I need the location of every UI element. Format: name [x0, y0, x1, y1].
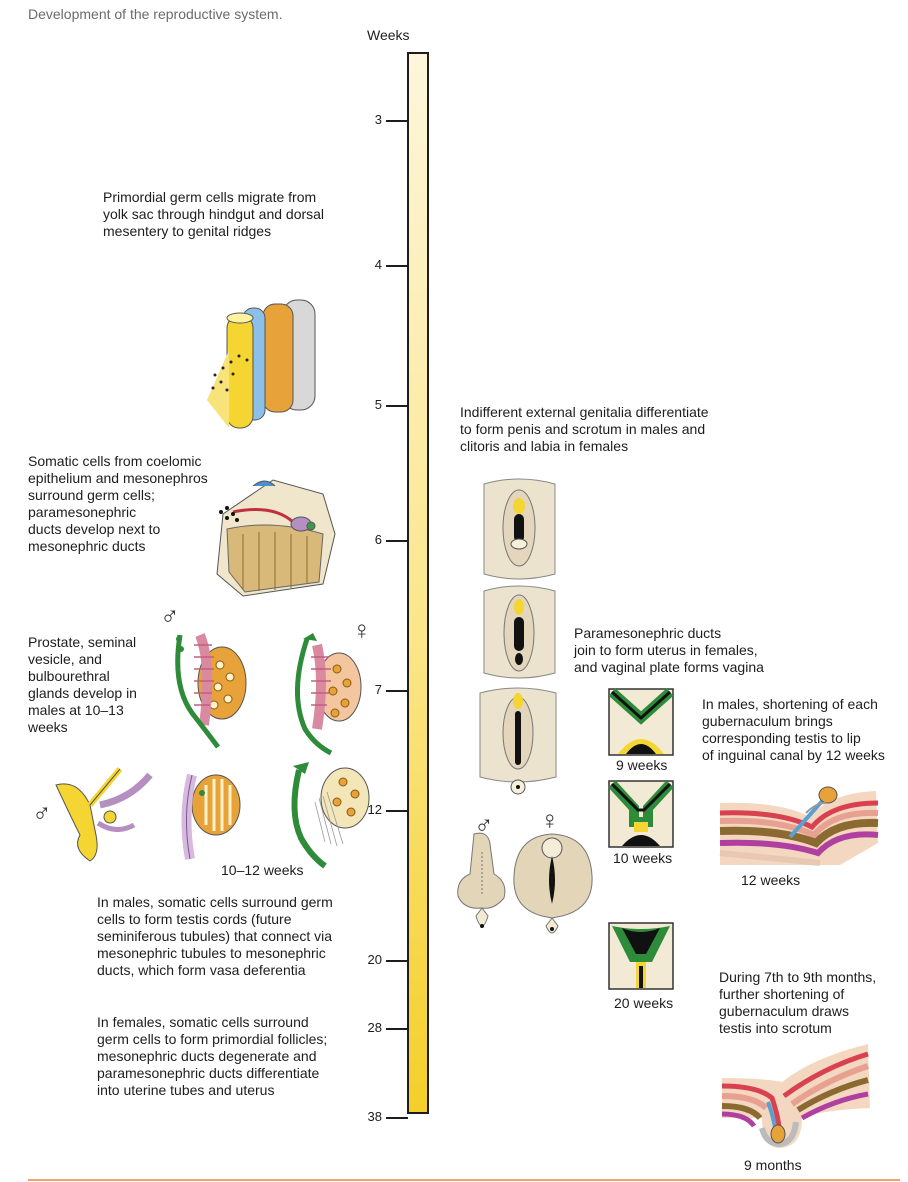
footer-rule [28, 1179, 900, 1181]
tick-label: 6 [374, 532, 382, 547]
note-germ-cells: Primordial germ cells migrate from yolk … [103, 189, 325, 239]
tick-label: 7 [374, 682, 382, 697]
uterus-10-weeks-box [608, 780, 674, 848]
timeline-bar [407, 52, 429, 1114]
tick-label: 20 [367, 952, 382, 967]
label-9-weeks: 9 weeks [616, 757, 668, 773]
tick-mark [386, 405, 408, 407]
tick-label: 3 [374, 112, 382, 127]
tick-mark [386, 960, 408, 962]
testis-10-12-weeks-illustration [181, 773, 241, 860]
male-symbol: ♂ [474, 810, 494, 840]
note-paramesonephric: Paramesonephric ducts join to form uteru… [574, 625, 764, 675]
note-female-follicles: In females, somatic cells surround germ … [97, 1014, 328, 1098]
somatic-cells-illustration [216, 479, 336, 597]
label-20-weeks: 20 weeks [614, 995, 674, 1011]
germ-cell-migration-illustration [207, 299, 316, 429]
prostate-illustration [55, 767, 153, 862]
label-12-weeks: 12 weeks [741, 872, 801, 888]
female-symbol: ♀ [540, 805, 560, 835]
male-symbol: ♂ [32, 798, 52, 828]
tick-mark [386, 120, 408, 122]
tick-label: 4 [374, 257, 382, 272]
note-male-testis: In males, somatic cells surround germ ce… [97, 894, 333, 978]
female-symbol: ♀ [352, 615, 372, 645]
male-ducts-illustration [175, 633, 247, 749]
tick-label: 5 [374, 397, 382, 412]
tick-mark [386, 540, 408, 542]
tick-mark [386, 1117, 408, 1119]
timeline-title: Weeks [367, 27, 410, 43]
tick-mark [386, 690, 408, 692]
label-10-12-weeks: 10–12 weeks [221, 862, 304, 878]
gubernaculum-12-weeks-illustration [719, 786, 879, 866]
testis-descent-9-months-illustration [721, 1044, 870, 1148]
female-ducts-illustration [295, 633, 362, 756]
uterus-20-weeks-box [608, 922, 674, 990]
external-genitalia-stage-3 [479, 687, 557, 795]
tick-mark [386, 265, 408, 267]
external-genitalia-stage-1 [483, 478, 556, 580]
note-prostate: Prostate, seminal vesicle, and bulbouret… [28, 634, 137, 735]
uterus-9-weeks-box [608, 688, 674, 756]
ovary-illustration [291, 762, 370, 869]
tick-mark [386, 1028, 408, 1030]
tick-label: 28 [367, 1020, 382, 1035]
external-genitalia-stage-2 [483, 585, 556, 679]
label-10-weeks: 10 weeks [613, 850, 673, 866]
tick-mark [386, 810, 408, 812]
label-9-months: 9 months [744, 1157, 802, 1173]
figure-caption: Development of the reproductive system. [28, 6, 283, 22]
tick-label: 38 [367, 1109, 382, 1124]
note-external-genitalia: Indifferent external genitalia different… [460, 404, 709, 454]
male-external-genitalia [457, 832, 506, 928]
note-somatic-cells: Somatic cells from coelomic epithelium a… [28, 453, 208, 554]
note-months-7-9: During 7th to 9th months, further shorte… [719, 969, 877, 1036]
female-external-genitalia [513, 833, 593, 934]
male-symbol: ♂ [160, 601, 180, 631]
note-gubernaculum: In males, shortening of each gubernaculu… [702, 696, 885, 763]
tick-label: 12 [367, 802, 382, 817]
